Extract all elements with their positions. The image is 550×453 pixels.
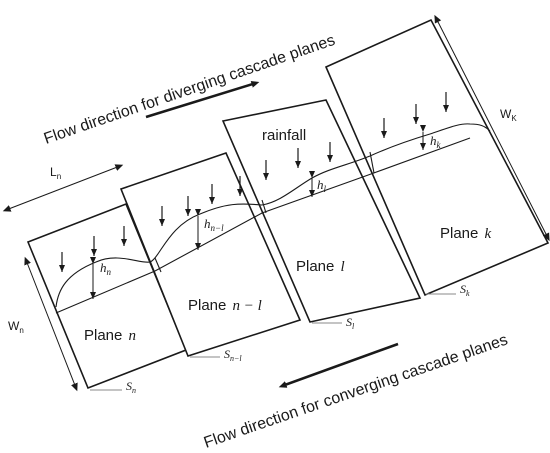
plane-label-k: Plane k — [440, 225, 492, 242]
plane-label-n-minus-l: Plane n − l — [188, 297, 262, 314]
diverging-flow-arrow — [145, 80, 260, 119]
converging-flow-label: Flow direction for converging cascade pl… — [202, 331, 510, 451]
width-arrow-right — [434, 14, 550, 242]
junction-tick — [261, 199, 267, 214]
plane-label-n: Plane n — [84, 327, 136, 344]
junction-tick — [369, 151, 375, 174]
bed-line — [55, 137, 471, 314]
converging-flow-arrow — [278, 342, 399, 388]
plane-l-rect — [221, 99, 422, 323]
slope-label-k: Sk — [460, 282, 470, 298]
width-arrow-left — [24, 256, 78, 392]
slope-label-n-minus-l: Sn−l — [224, 347, 242, 363]
plane-n-minus-l-rect — [119, 152, 302, 357]
length-label: Ln — [50, 165, 61, 181]
depth-label-n: hn — [100, 260, 112, 277]
width-label-right: WK — [500, 107, 517, 123]
junction-tick — [154, 257, 162, 273]
plane-label-l: Plane l — [296, 258, 345, 275]
slope-label-l: Sl — [346, 315, 355, 331]
width-label-left: Wn — [8, 319, 24, 335]
slope-label-n: Sn — [126, 379, 136, 395]
depth-label-l: hl — [317, 177, 327, 194]
length-arrow — [2, 164, 124, 212]
depth-label-n-minus-l: hn−l — [204, 216, 224, 233]
rainfall-label: rainfall — [262, 127, 306, 144]
